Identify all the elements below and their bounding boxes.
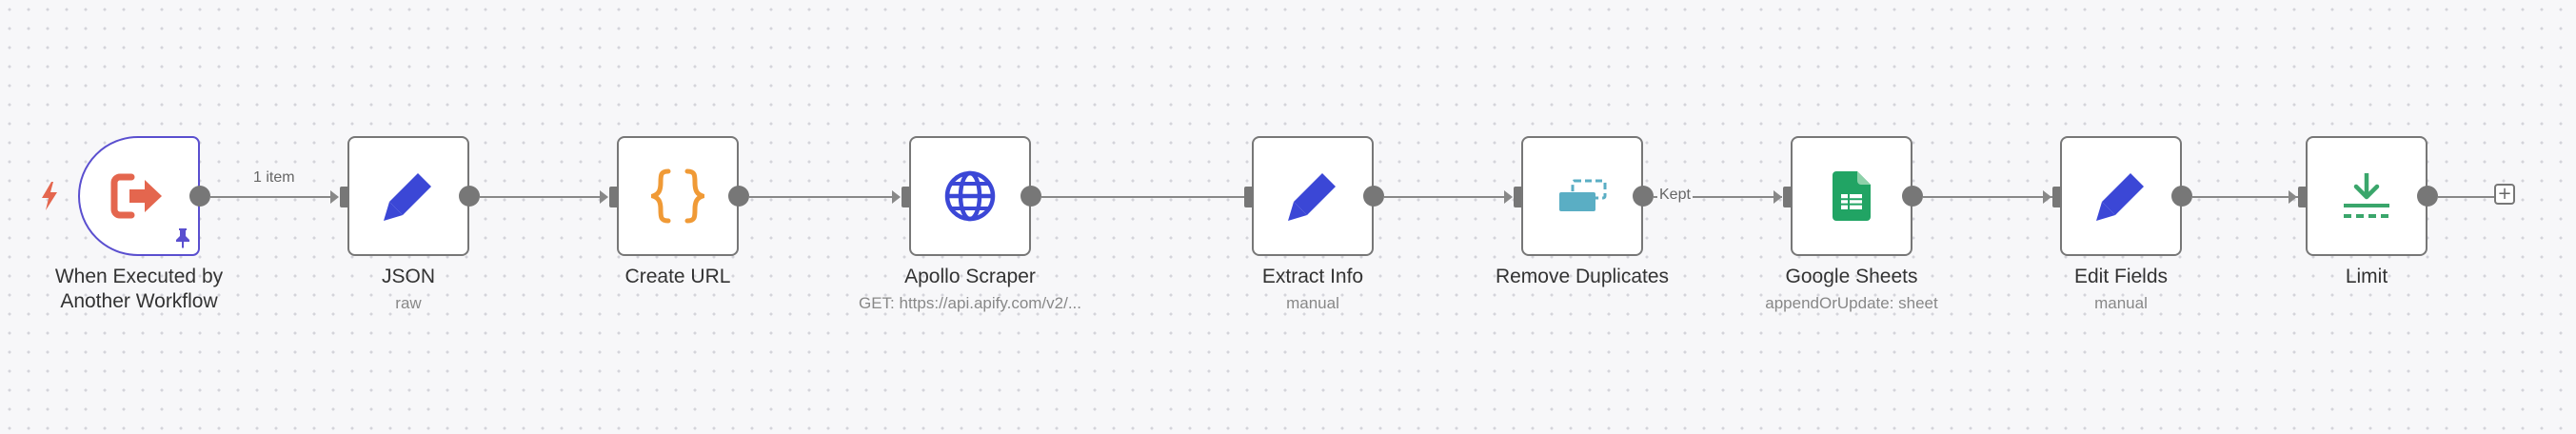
output-port-google-sheets[interactable] xyxy=(1902,186,1923,207)
node-label-limit: Limit xyxy=(2345,266,2388,287)
connection-arrow xyxy=(600,190,608,204)
output-port-trigger[interactable] xyxy=(189,186,210,207)
lightning-bolt-icon xyxy=(42,182,57,210)
node-subtitle-extract-info: manual xyxy=(1286,294,1339,312)
input-port-extract-info[interactable] xyxy=(1244,187,1254,207)
node-subtitle-apollo-scraper: GET: https://api.apify.com/v2/... xyxy=(859,294,1081,312)
connection-create-url-apollo xyxy=(749,196,892,198)
pencil-icon xyxy=(1288,173,1336,221)
connection-apollo-extract xyxy=(1041,196,1246,198)
node-json[interactable] xyxy=(347,136,469,256)
output-port-create-url[interactable] xyxy=(728,186,749,207)
add-node-button[interactable]: + xyxy=(2494,184,2515,205)
plus-icon: + xyxy=(2497,184,2512,204)
node-when-executed-by-another-workflow[interactable] xyxy=(78,136,200,256)
edge-label-kept: Kept xyxy=(1657,187,1693,204)
node-label-edit-fields: Edit Fields xyxy=(2073,266,2169,287)
globe-icon xyxy=(944,170,996,222)
connection-arrow xyxy=(330,190,339,204)
node-remove-duplicates[interactable] xyxy=(1521,136,1643,256)
connection-arrow xyxy=(892,190,901,204)
sign-in-arrow-icon xyxy=(110,173,162,219)
input-port-remove-duplicates[interactable] xyxy=(1514,187,1523,207)
node-label-google-sheets: Google Sheets xyxy=(1785,266,1918,287)
limit-download-icon xyxy=(2344,173,2389,218)
connection-limit-add xyxy=(2438,196,2495,198)
input-port-limit[interactable] xyxy=(2298,187,2308,207)
node-google-sheets[interactable] xyxy=(1791,136,1912,256)
node-apollo-scraper[interactable] xyxy=(909,136,1031,256)
node-extract-info[interactable] xyxy=(1252,136,1374,256)
connection-json-create-url xyxy=(480,196,600,198)
input-port-create-url[interactable] xyxy=(609,187,619,207)
curly-braces-icon xyxy=(651,168,704,224)
output-port-edit-fields[interactable] xyxy=(2171,186,2192,207)
pencil-icon xyxy=(384,173,431,221)
node-limit[interactable] xyxy=(2306,136,2427,256)
connection-arrow xyxy=(2289,190,2297,204)
output-port-remove-duplicates[interactable] xyxy=(1633,186,1654,207)
node-label-remove-duplicates: Remove Duplicates xyxy=(1495,266,1670,287)
output-port-json[interactable] xyxy=(459,186,480,207)
output-port-extract-info[interactable] xyxy=(1363,186,1384,207)
connection-edit-limit xyxy=(2192,196,2298,198)
connection-arrow xyxy=(1773,190,1782,204)
node-label-extract-info: Extract Info xyxy=(1261,266,1364,287)
connection-trigger-json xyxy=(210,196,330,198)
node-label-json: JSON xyxy=(381,266,435,287)
duplicate-rectangles-icon xyxy=(1559,179,1607,211)
pin-icon xyxy=(176,228,189,248)
node-label-create-url: Create URL xyxy=(624,266,731,287)
connection-dedupe-sheets xyxy=(1654,196,1782,198)
node-label-apollo-scraper: Apollo Scraper xyxy=(904,266,1036,287)
connection-sheets-edit xyxy=(1923,196,2052,198)
connection-arrow xyxy=(2043,190,2051,204)
pencil-icon xyxy=(2096,173,2144,221)
edge-label-item-count: 1 item xyxy=(251,169,297,187)
node-subtitle-google-sheets: appendOrUpdate: sheet xyxy=(1765,294,1938,312)
connection-arrow xyxy=(1504,190,1513,204)
output-port-limit[interactable] xyxy=(2417,186,2438,207)
node-subtitle-json: raw xyxy=(395,294,422,312)
connection-extract-dedupe xyxy=(1384,196,1504,198)
output-port-apollo-scraper[interactable] xyxy=(1020,186,1041,207)
node-subtitle-edit-fields: manual xyxy=(2094,294,2148,312)
node-edit-fields[interactable] xyxy=(2060,136,2182,256)
node-label-trigger: When Executed by Another Workflow xyxy=(54,266,224,312)
input-port-edit-fields[interactable] xyxy=(2052,187,2062,207)
input-port-apollo-scraper[interactable] xyxy=(902,187,911,207)
input-port-google-sheets[interactable] xyxy=(1783,187,1793,207)
node-create-url[interactable] xyxy=(617,136,739,256)
google-sheets-icon xyxy=(1833,171,1871,221)
input-port-json[interactable] xyxy=(340,187,349,207)
